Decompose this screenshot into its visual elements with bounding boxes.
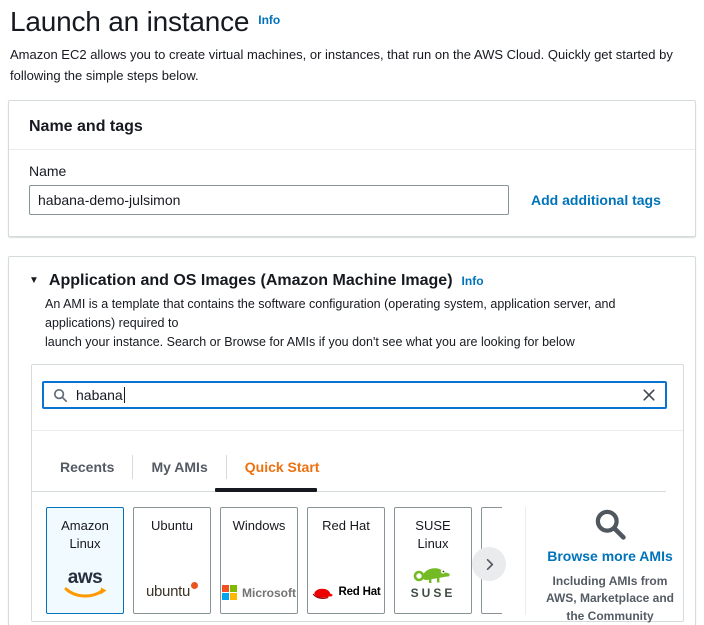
browse-subtext-line3: the Community — [566, 609, 653, 623]
name-field-label: Name — [29, 163, 675, 179]
name-and-tags-title: Name and tags — [9, 101, 695, 150]
suse-logo-text: SUSE — [411, 586, 456, 600]
browse-subtext-line1: Including AMIs from — [553, 574, 668, 588]
browse-search-icon — [593, 507, 627, 541]
browse-subtext-line2: AWS, Marketplace and — [546, 591, 674, 605]
ami-card-red-hat[interactable]: Red Hat Red Hat — [307, 507, 385, 614]
tab-my-amis[interactable]: My AMIs — [133, 459, 225, 475]
ami-card-windows[interactable]: Windows Microsoft — [220, 507, 298, 614]
microsoft-squares-icon — [222, 585, 237, 600]
ami-info-link[interactable]: Info — [462, 274, 484, 288]
ami-card-strip: Amazon Linux aws Ubuntu ubuntu Windows — [46, 507, 502, 615]
page-header: Launch an instance Info Amazon EC2 allows… — [10, 6, 700, 87]
aws-logo: aws — [63, 568, 107, 600]
ami-card-ubuntu[interactable]: Ubuntu ubuntu — [133, 507, 211, 614]
chevron-right-icon — [482, 557, 497, 572]
collapse-caret-icon[interactable]: ▼ — [29, 275, 39, 286]
browse-divider — [525, 507, 526, 615]
page-info-link[interactable]: Info — [258, 13, 280, 27]
ubuntu-circle-icon — [191, 582, 198, 589]
ami-description-line2: launch your instance. Search or Browse f… — [45, 335, 575, 349]
browse-more-amis-block: Browse more AMIs Including AMIs from AWS… — [534, 507, 686, 625]
search-icon — [53, 388, 68, 403]
microsoft-logo-text: Microsoft — [242, 586, 296, 600]
ami-card-title: Red Hat — [322, 517, 370, 535]
text-cursor — [124, 387, 125, 403]
ami-card-suse-linux[interactable]: SUSE Linux SUSE — [394, 507, 472, 614]
ami-section: ▼ Application and OS Images (Amazon Machi… — [8, 256, 696, 625]
browse-more-amis-link[interactable]: Browse more AMIs — [534, 548, 686, 564]
panel-divider — [32, 430, 683, 431]
name-and-tags-section: Name and tags Name Add additional tags — [8, 100, 696, 237]
ami-card-title: Ubuntu — [151, 517, 193, 535]
suse-chameleon-icon — [412, 560, 454, 584]
page-description-line1: Amazon EC2 allows you to create virtual … — [10, 47, 673, 62]
tab-recents[interactable]: Recents — [60, 459, 132, 475]
ami-card-title: Amazon Linux — [50, 517, 120, 552]
ami-picker-panel: habana Recents My AMIs Quick Start Amazo… — [31, 364, 684, 622]
redhat-fedora-icon — [311, 584, 335, 600]
ami-section-title: Application and OS Images (Amazon Machin… — [49, 272, 453, 289]
page-title: Launch an instance — [10, 6, 249, 37]
ami-section-description: An AMI is a template that contains the s… — [45, 295, 675, 351]
page-description: Amazon EC2 allows you to create virtual … — [10, 45, 700, 87]
tabs-rule — [32, 491, 666, 492]
clear-search-icon[interactable] — [642, 388, 656, 402]
browse-more-amis-subtext: Including AMIs from AWS, Marketplace and… — [534, 573, 686, 625]
ami-tabs: Recents My AMIs Quick Start — [60, 451, 337, 483]
microsoft-logo: Microsoft — [222, 585, 296, 600]
ubuntu-logo: ubuntu — [146, 582, 198, 600]
aws-smile-icon — [63, 587, 107, 600]
redhat-logo: Red Hat — [311, 584, 380, 600]
redhat-logo-text: Red Hat — [338, 586, 380, 598]
add-additional-tags-link[interactable]: Add additional tags — [531, 192, 661, 208]
page-description-line2: following the simple steps below. — [10, 68, 199, 83]
ami-card-title: Windows — [233, 517, 286, 535]
suse-logo: SUSE — [411, 560, 456, 600]
ami-description-line1: An AMI is a template that contains the s… — [45, 297, 615, 330]
ami-card-amazon-linux[interactable]: Amazon Linux aws — [46, 507, 124, 614]
ubuntu-logo-text: ubuntu — [146, 583, 190, 600]
active-tab-underline — [215, 488, 317, 492]
tab-quick-start[interactable]: Quick Start — [227, 459, 338, 475]
name-input[interactable] — [29, 185, 509, 215]
ami-card-title: SUSE Linux — [398, 517, 468, 552]
next-amis-button[interactable] — [472, 547, 506, 581]
aws-logo-text: aws — [68, 568, 102, 587]
search-query-text: habana — [76, 387, 123, 403]
ami-search-input[interactable]: habana — [42, 381, 667, 409]
